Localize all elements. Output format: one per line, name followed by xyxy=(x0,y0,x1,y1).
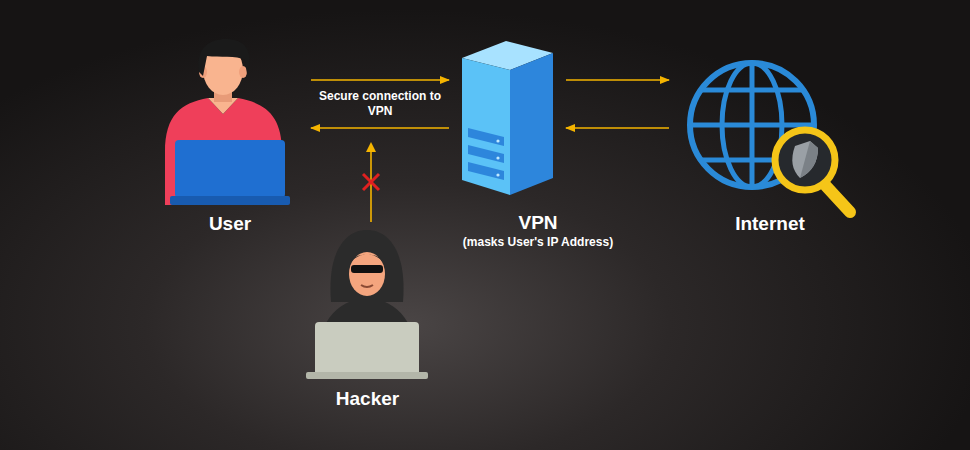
internet-node: Internet xyxy=(680,55,860,235)
user-figure xyxy=(165,39,290,205)
hacker-figure xyxy=(306,230,428,379)
node-title: VPN xyxy=(518,212,557,234)
connector-arrow xyxy=(311,127,449,129)
server-tower xyxy=(460,40,555,196)
node-title: Hacker xyxy=(336,388,399,410)
node-title: User xyxy=(209,213,251,235)
node-note: (masks User's IP Address) xyxy=(463,234,613,250)
blocked-arrow xyxy=(363,142,379,222)
hacker-node: Hacker xyxy=(290,228,445,410)
user-node: User xyxy=(160,35,300,235)
connector-arrow xyxy=(311,79,449,81)
connector-arrow xyxy=(566,127,669,129)
node-title: Internet xyxy=(735,213,805,235)
vpn-node: VPN(masks User's IP Address) xyxy=(440,40,636,250)
edge-label: Secure connection to VPN xyxy=(315,89,445,119)
magnifier-icon xyxy=(775,130,850,212)
connector-arrow xyxy=(566,79,669,81)
